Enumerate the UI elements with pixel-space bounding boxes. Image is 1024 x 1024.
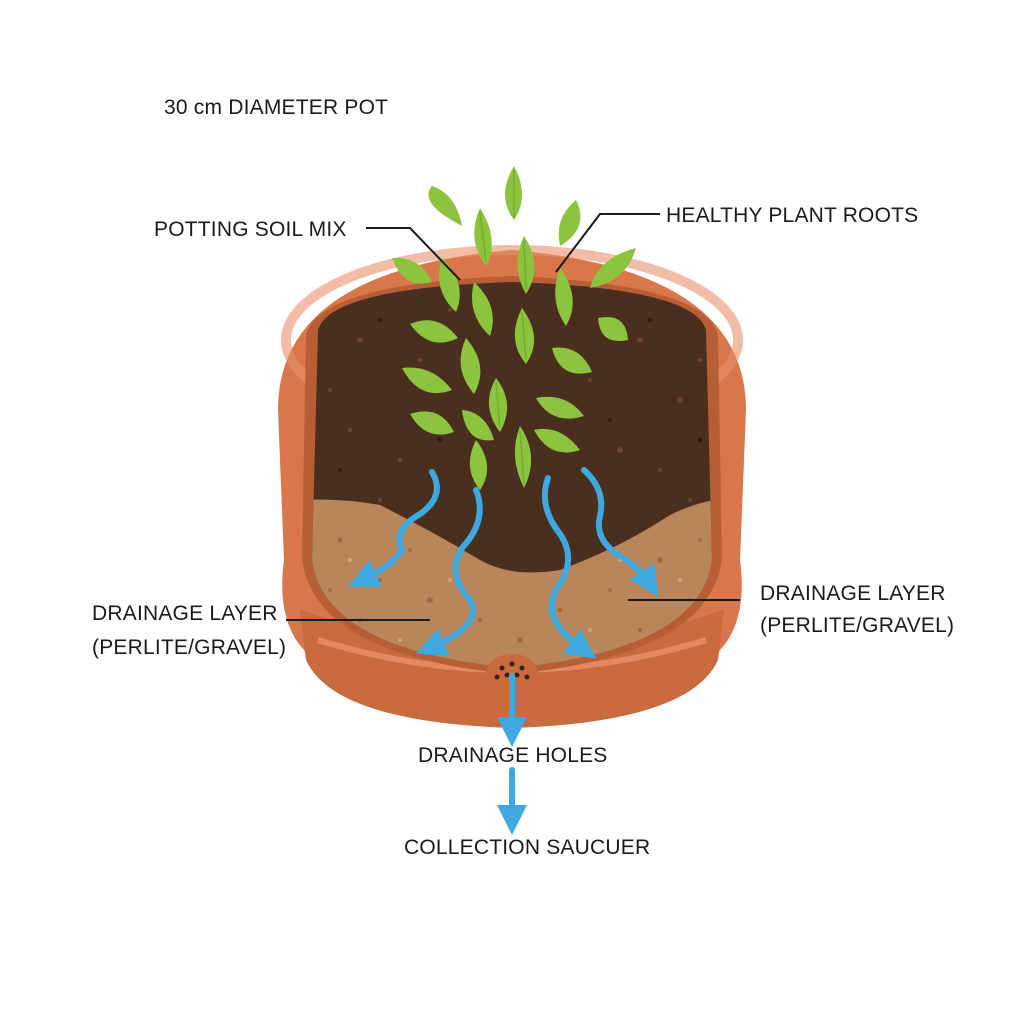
drain-hole-icon xyxy=(484,654,540,686)
drainage-right-label-line2: (PERLITE/GRAVEL) xyxy=(760,614,954,637)
wavy-arrow-icon xyxy=(581,467,658,597)
leaf-veins xyxy=(479,170,527,485)
leader-lines xyxy=(286,213,740,621)
pot-size-label: 30 cm DIAMETER POT xyxy=(164,96,388,119)
wavy-arrow-icon xyxy=(542,475,597,659)
drainage-left-label-line2: (PERLITE/GRAVEL) xyxy=(92,636,286,659)
water-flow-arrows xyxy=(348,467,658,835)
leader-potting-soil xyxy=(366,227,461,281)
wavy-arrow-icon xyxy=(416,487,483,657)
collection-saucer-label: COLLECTION SAUCUER xyxy=(404,836,650,859)
wavy-arrow-icon xyxy=(348,469,440,588)
drainage-left-label-line1: DRAINAGE LAYER xyxy=(92,602,278,625)
drainage-right-label-line1: DRAINAGE LAYER xyxy=(760,582,946,605)
drainage-holes-label: DRAINAGE HOLES xyxy=(418,744,608,767)
potting-soil-label: POTTING SOIL MIX xyxy=(154,218,347,241)
leader-healthy-roots xyxy=(555,213,660,273)
healthy-roots-label: HEALTHY PLANT ROOTS xyxy=(666,204,918,227)
